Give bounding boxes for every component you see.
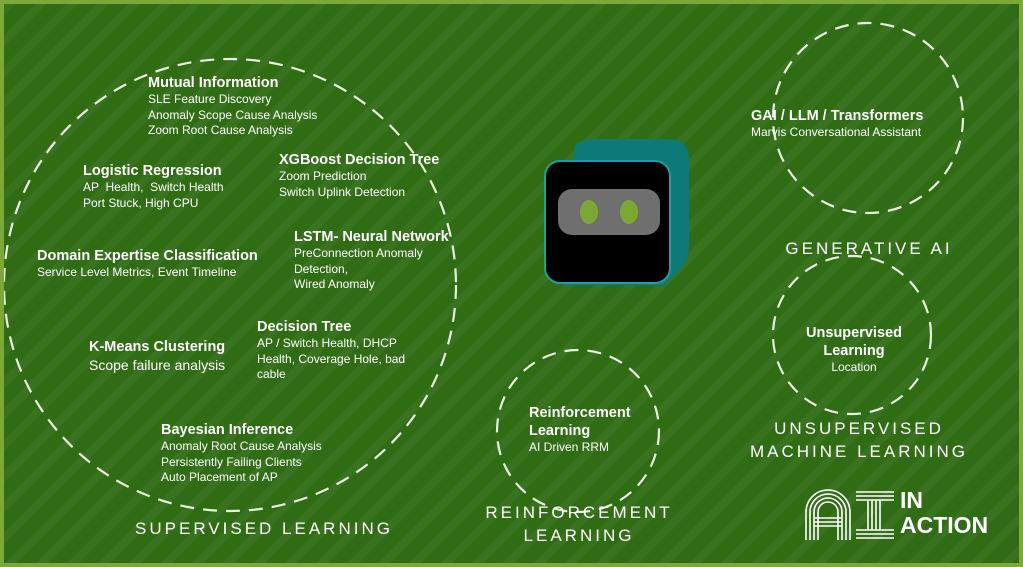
heading: Unsupervised Learning (806, 325, 902, 359)
eye-icon (620, 200, 638, 224)
supervised-title: SUPERVISED LEARNING (135, 519, 393, 538)
xgboost-block: XGBoost Decision Tree Zoom Prediction Sw… (279, 151, 439, 200)
item: AI Driven RRM (529, 440, 610, 454)
item: Location (831, 360, 877, 374)
item: Zoom Root Cause Analysis (148, 123, 293, 137)
heading: Bayesian Inference (161, 422, 294, 438)
mutual-information-block: Mutual Information SLE Feature Discovery… (148, 74, 317, 139)
item: Scope failure analysis (89, 357, 226, 373)
item: Marvis Conversational Assistant (751, 125, 922, 139)
unsupervised-title: UNSUPERVISED MACHINE LEARNING (724, 417, 994, 463)
heading: Learning (529, 423, 591, 439)
item: Wired Anomaly (294, 277, 375, 291)
generative-title: GENERATIVE AI (785, 239, 953, 258)
item: Anomaly Root Cause Analysis (161, 439, 322, 453)
heading: XGBoost Decision Tree (279, 152, 440, 168)
ai-logo-mark (805, 489, 894, 540)
heading: Domain Expertise Classification (37, 248, 258, 264)
item: SLE Feature Discovery (148, 92, 272, 106)
generative-block: GAI / LLM / Transformers Marvis Conversa… (751, 107, 923, 141)
unsupervised-circle (771, 254, 933, 416)
item: Persistently Failing Clients (161, 454, 302, 469)
unsupervised-block: Unsupervised Learning Location (774, 324, 934, 376)
visor (558, 189, 660, 235)
reinforcement-title: REINFORCEMENT LEARNING (464, 501, 694, 547)
infographic: Mutual Information SLE Feature Discovery… (4, 4, 1019, 563)
heading: GAI / LLM / Transformers (751, 108, 924, 124)
item: AP / Switch Health, DHCP (257, 336, 397, 350)
decision-tree-block: Decision Tree AP / Switch Health, DHCP H… (257, 318, 405, 383)
heading: LSTM- Neural Network (294, 229, 449, 245)
item: Auto Placement of AP (161, 470, 278, 484)
logo-action: ACTION (900, 512, 989, 538)
item: Service Level Metrics, Event Timeline (37, 265, 237, 279)
reinforcement-circle (495, 348, 661, 514)
lstm-block: LSTM- Neural Network PreConnection Anoma… (294, 228, 449, 293)
title-line: LEARNING (523, 526, 635, 545)
item: Zoom Prediction (279, 169, 367, 183)
item: Anomaly Scope Cause Analysis (148, 107, 318, 122)
eye-icon (580, 200, 598, 224)
supervised-circle (4, 57, 458, 513)
item: PreConnection Anomaly (294, 246, 423, 260)
item: Detection, (294, 261, 349, 276)
heading: Decision Tree (257, 319, 352, 335)
item: Health, Coverage Hole, bad (257, 351, 406, 366)
item: Port Stuck, High CPU (83, 195, 199, 210)
title-line: UNSUPERVISED (774, 419, 944, 438)
item: AP Health, Switch Health (83, 180, 224, 194)
marvis-robot-icon (544, 139, 689, 285)
heading: Mutual Information (148, 75, 279, 91)
item: cable (257, 367, 286, 381)
title-line: MACHINE LEARNING (749, 442, 969, 461)
heading: Logistic Regression (83, 163, 222, 179)
logo-text: IN ACTION (900, 488, 988, 538)
logistic-regression-block: Logistic Regression AP Health, Switch He… (83, 162, 224, 211)
heading: Reinforcement (529, 405, 631, 421)
item: Switch Uplink Detection (279, 184, 406, 199)
domain-expertise-block: Domain Expertise Classification Service … (37, 247, 258, 281)
heading: K-Means Clustering (89, 339, 226, 355)
title-line: REINFORCEMENT (485, 503, 673, 522)
reinforcement-block: Reinforcement Learning AI Driven RRM (529, 404, 631, 456)
generative-circle (771, 21, 965, 215)
bayesian-block: Bayesian Inference Anomaly Root Cause An… (161, 421, 322, 486)
logo-in: IN (900, 487, 923, 513)
category-circles (4, 21, 965, 514)
kmeans-block: K-Means Clustering Scope failure analysi… (89, 338, 225, 374)
